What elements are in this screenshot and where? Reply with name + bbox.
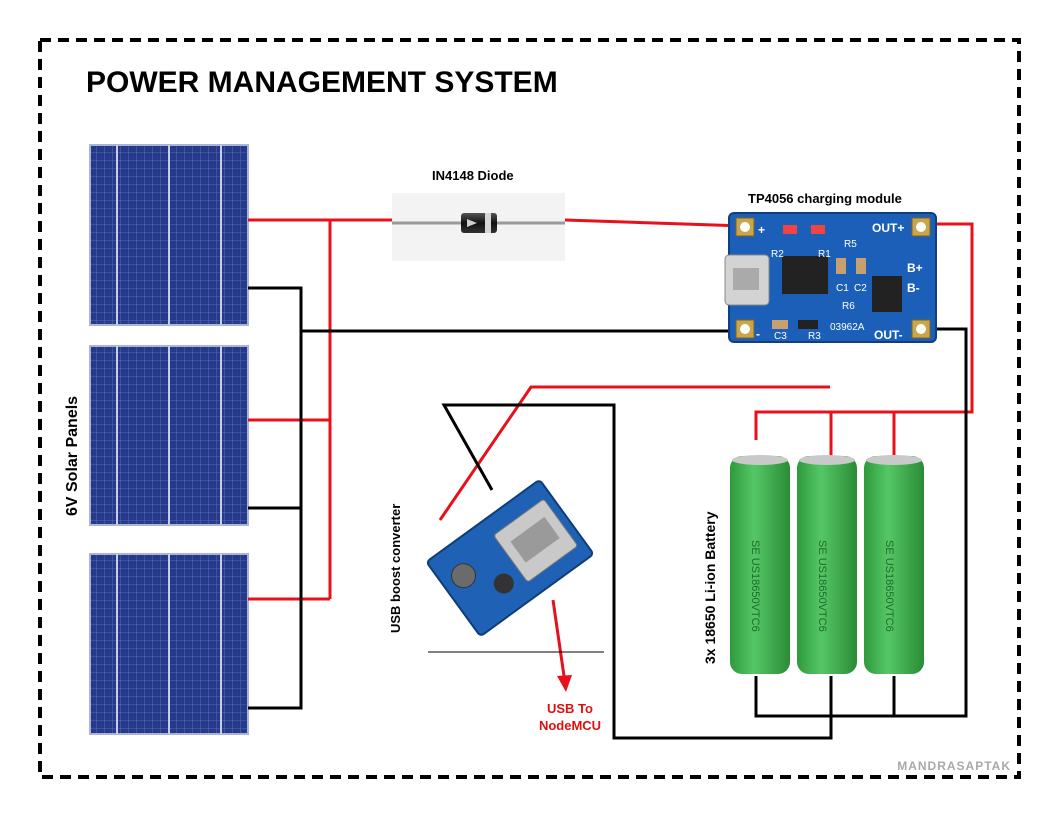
battery-cell-1-text: SE US18650VTC6: [749, 540, 761, 632]
battery-cell-3: SE US18650VTC6: [864, 455, 924, 674]
board-label-r2: R2: [771, 249, 784, 260]
battery-cell-2: SE US18650VTC6: [797, 455, 857, 674]
charger-label: TP4056 charging module: [748, 191, 902, 206]
solar-panel-3: [89, 553, 249, 735]
board-label-c1: C1: [836, 283, 849, 294]
boost-converter-label: USB boost converter: [388, 503, 403, 633]
battery-cell-1: SE US18650VTC6: [730, 455, 790, 674]
board-label-code: 03962A: [830, 322, 865, 333]
board-label-r6: R6: [842, 301, 855, 312]
pin-b-plus: B+: [907, 261, 923, 275]
board-label-c2: C2: [854, 283, 867, 294]
usb-output-line1: USB To: [547, 701, 593, 716]
board-label-c3: C3: [774, 331, 787, 342]
board-label-r5: R5: [844, 239, 857, 250]
usb-output-line2: NodeMCU: [538, 718, 602, 733]
pin-b-minus: B-: [907, 281, 920, 295]
board-label-r3: R3: [808, 331, 821, 342]
page-title: POWER MANAGEMENT SYSTEM: [86, 66, 558, 99]
solar-panel-2: [89, 345, 249, 526]
usb-output-label: USB To NodeMCU: [520, 700, 620, 734]
positive-wiring: [248, 218, 974, 601]
board-label-r1: R1: [818, 249, 831, 260]
pin-in-plus: +: [758, 223, 765, 237]
watermark: MANDRASAPTAK: [897, 759, 1011, 773]
battery-cell-2-text: SE US18650VTC6: [816, 540, 828, 632]
diode-label: IN4148 Diode: [432, 168, 514, 183]
battery-label: 3x 18650 Li-ion Battery: [702, 511, 718, 664]
tp4056-module: + - OUT+ OUT- B+ B- R5 R2 R1 C1 C2 R6 C3…: [724, 212, 937, 343]
dashed-border: [38, 38, 1021, 779]
usb-output-arrow: [551, 599, 572, 692]
negative-wiring: [248, 286, 968, 740]
battery-cell-3-text: SE US18650VTC6: [883, 540, 895, 632]
pin-out-minus: OUT-: [874, 328, 903, 342]
solar-panels-label: 6V Solar Panels: [64, 395, 81, 516]
usb-boost-converter: [426, 480, 594, 636]
pin-in-minus: -: [756, 327, 760, 341]
pin-out-plus: OUT+: [872, 221, 904, 235]
diode-component: [392, 193, 565, 261]
solar-panel-1: [89, 144, 249, 326]
